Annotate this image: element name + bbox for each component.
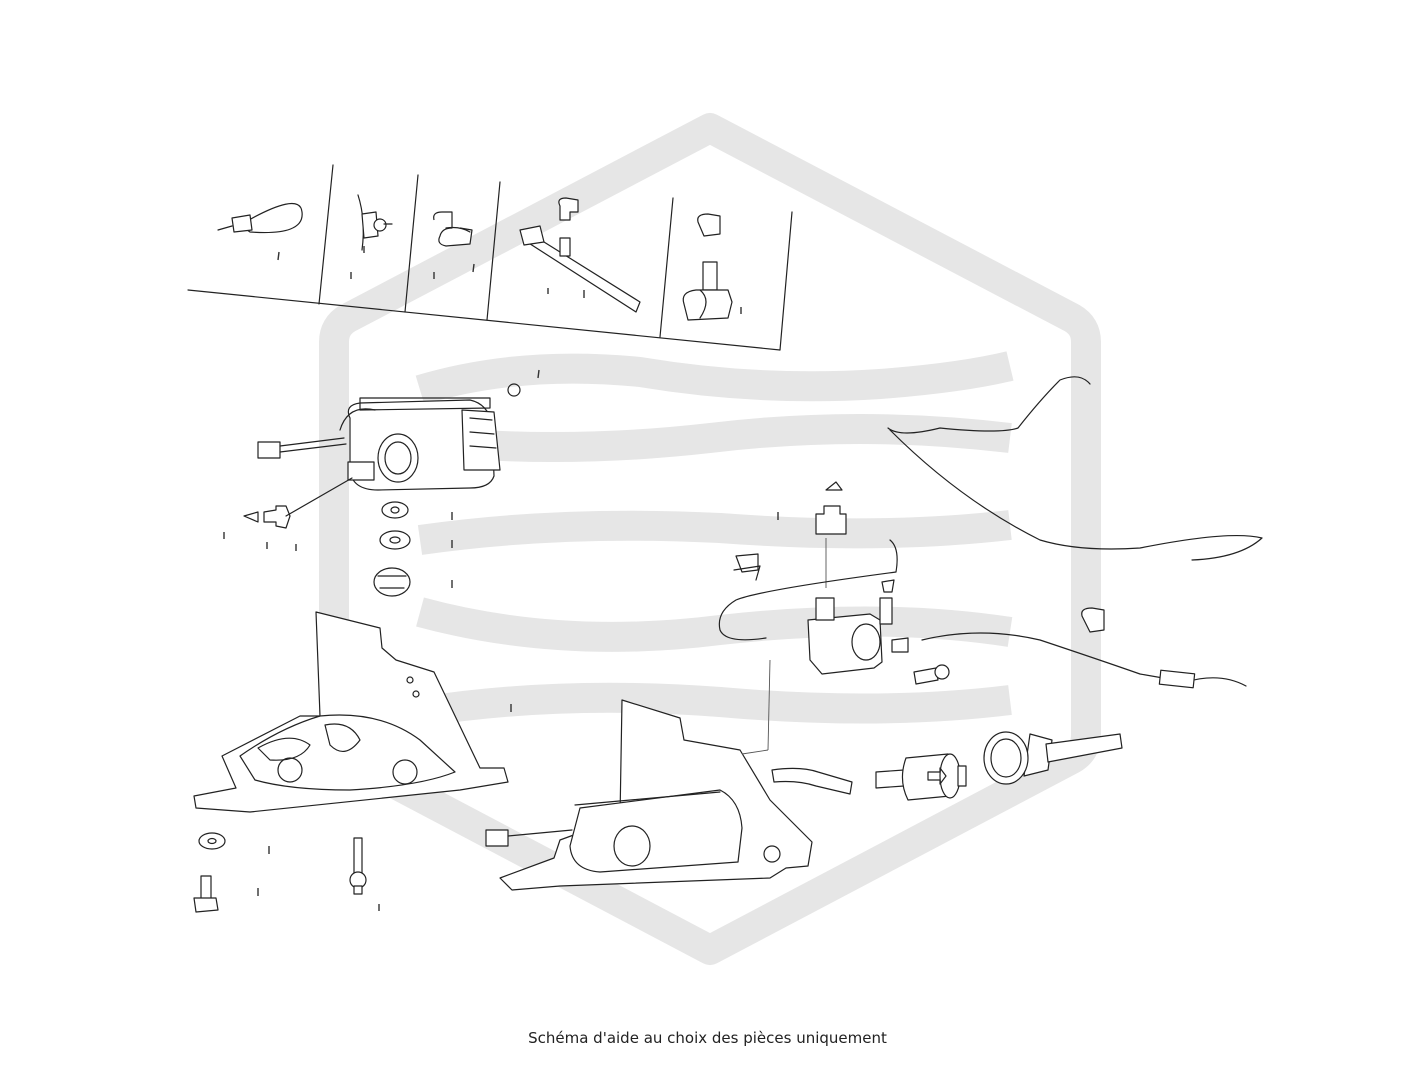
air-line-loop[interactable]: [718, 539, 898, 641]
stud-bolt[interactable]: [349, 837, 380, 911]
mounting-isolator[interactable]: [373, 567, 411, 597]
hose-clamp[interactable]: [507, 369, 540, 397]
valve-bung[interactable]: [777, 481, 847, 535]
pipe-clip-double[interactable]: [682, 213, 742, 321]
filter-housing[interactable]: [983, 731, 1123, 785]
air-line-long[interactable]: [887, 376, 1263, 561]
line-clip[interactable]: [1081, 607, 1105, 633]
compressor-assembly[interactable]: [485, 659, 813, 891]
valve-cap[interactable]: [881, 579, 895, 593]
air-filter[interactable]: [875, 753, 967, 801]
rubber-bung[interactable]: [243, 477, 353, 549]
washer-small[interactable]: [198, 832, 226, 850]
wiring-connector[interactable]: [257, 437, 347, 459]
push-clip-fastener[interactable]: [357, 194, 393, 253]
pipe-clip[interactable]: [733, 553, 761, 581]
solenoid-valve[interactable]: [807, 538, 909, 675]
union-fitting[interactable]: [913, 664, 950, 685]
diagram-caption: Schéma d'aide au choix des pièces unique…: [528, 1029, 887, 1047]
intake-hose[interactable]: [771, 767, 853, 795]
air-line-lower[interactable]: [921, 632, 1247, 689]
parts-tray: [187, 164, 793, 351]
air-compressor[interactable]: [339, 397, 501, 491]
cable-tie-with-clip[interactable]: [519, 197, 641, 313]
bolt[interactable]: [193, 875, 259, 913]
hose-clip-small[interactable]: [433, 211, 475, 273]
cable-tie-strap[interactable]: [217, 202, 303, 261]
washer[interactable]: [381, 501, 409, 519]
mounting-bracket[interactable]: [193, 611, 512, 813]
washer-large[interactable]: [379, 530, 411, 550]
reference-ticks: [223, 272, 549, 854]
